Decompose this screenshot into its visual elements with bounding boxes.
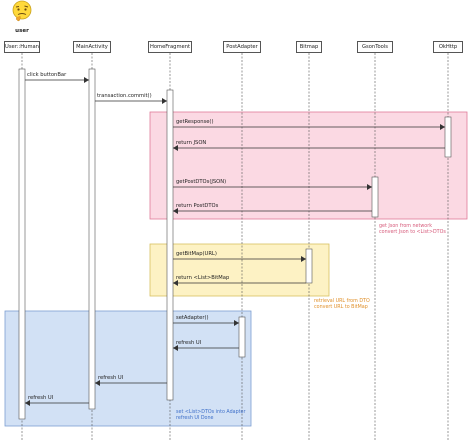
activation-bitmap <box>305 248 313 284</box>
activation-user <box>18 68 26 420</box>
msg-refresh-ui-post: refresh UI <box>176 340 202 346</box>
msg-set-adapter: setAdapter() <box>176 315 209 321</box>
activations <box>18 68 452 420</box>
note-bitmap-line-2: convert URL to BitMap <box>314 304 368 310</box>
msg-return-post-dtos: return PostDTOs <box>176 203 219 209</box>
group-box-bitmap <box>149 243 330 297</box>
msg-transaction-commit: transaction.commit() <box>97 93 152 99</box>
note-adapter-line-2: refresh UI Done <box>176 415 214 421</box>
note-network-line-1: get Json from network <box>379 224 432 229</box>
participant-gson-tools: GsonTools <box>357 41 393 53</box>
msg-get-post-dtos: getPostDTOs(JSON) <box>176 179 227 185</box>
msg-return-json: return JSON <box>176 140 207 146</box>
activation-okhttp <box>444 116 452 158</box>
msg-get-response: getResponse() <box>176 119 214 125</box>
activation-main <box>88 68 96 410</box>
msg-return-list-bitmap: return <List>BitMap <box>176 275 230 281</box>
note-network-line-2: convert Json to <List>DTOs <box>379 229 446 235</box>
note-network: get Json from network convert Json to <L… <box>379 224 446 235</box>
note-bitmap-line-1: retrieval URL from DTO <box>314 299 370 304</box>
msg-get-bitmap: getBitMap(URL) <box>176 251 217 257</box>
participant-post-adapter: PostAdapter <box>223 41 261 53</box>
note-bitmap: retrieval URL from DTO convert URL to Bi… <box>314 299 370 310</box>
participant-user: User::Human <box>4 41 40 53</box>
note-adapter-line-1: set <List>DTOs into Adapter <box>176 410 246 415</box>
msg-refresh-ui-home: refresh UI <box>98 375 124 381</box>
message-arrows <box>25 77 445 406</box>
participant-main-activity: MainActivity <box>73 41 111 53</box>
group-box-adapter <box>4 310 252 427</box>
note-adapter: set <List>DTOs into Adapter refresh UI D… <box>176 410 245 421</box>
activation-gson <box>371 176 379 218</box>
actor-label: user <box>15 28 29 34</box>
msg-click-buttonbar: click buttonBar <box>27 72 67 78</box>
group-box-network <box>149 111 468 220</box>
msg-refresh-ui-main: refresh UI <box>28 395 54 401</box>
participant-home-fragment: HomeFragment <box>148 41 192 53</box>
participant-bitmap: Bitmap <box>296 41 322 53</box>
activation-post <box>238 316 246 358</box>
activation-home <box>166 89 174 401</box>
actor-face-icon <box>12 0 32 22</box>
participant-okhttp: OkHttp <box>433 41 463 53</box>
